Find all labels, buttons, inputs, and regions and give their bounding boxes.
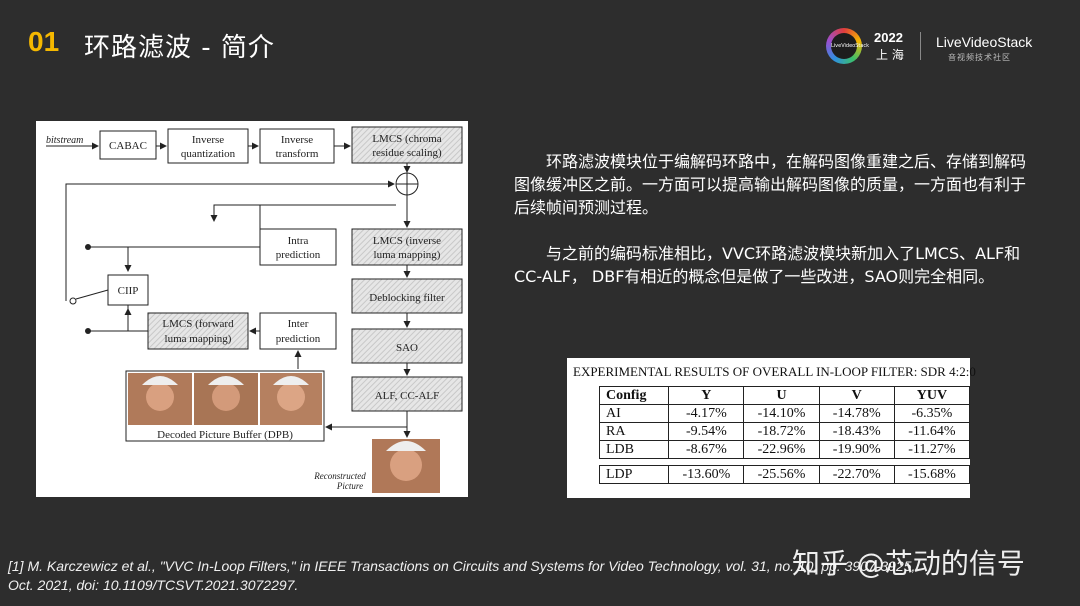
lmcs-inv-label-2: luma mapping) (374, 249, 441, 261)
inv-trans-label-2: transform (276, 148, 319, 160)
lmcs-chroma-label-1: LMCS (chroma (372, 133, 441, 145)
table-cell: -14.78% (818, 404, 895, 423)
results-table-panel: EXPERIMENTAL RESULTS OF OVERALL IN-LOOP … (567, 358, 976, 498)
inverse-quantization-block (167, 128, 249, 164)
lmcs-inv-label-1: LMCS (inverse (373, 235, 441, 247)
logo-divider (920, 32, 921, 60)
table-cell: -18.72% (743, 422, 820, 441)
alf-label: ALF, CC-ALF (375, 390, 440, 402)
alf-ccalf-block (351, 376, 463, 412)
table-cell: AI (598, 404, 670, 423)
deblocking-label: Deblocking filter (369, 292, 445, 304)
decoder-diagram: bitstream CABAC Inverse quantization Inv… (36, 121, 468, 497)
table-cell: -13.60% (668, 465, 745, 484)
footnote-line-2: Oct. 2021, doi: 10.1109/TCSVT.2021.30722… (8, 577, 299, 593)
section-number: 01 (28, 26, 60, 57)
watermark: 知乎 @芯动的信号 (792, 547, 1025, 580)
decoder-diagram-svg: bitstream CABAC Inverse quantization Inv… (46, 126, 463, 493)
event-logo: LiveVideoStack 2022 上 海 LiveVideoStack 音… (826, 28, 1066, 68)
table-row: AI -4.17% -14.10% -14.78% -6.35% (598, 404, 971, 423)
table-header-cell: YUV (893, 386, 971, 405)
table-header-row: Config Y U V YUV (598, 386, 971, 405)
sao-block (351, 328, 463, 364)
dpb-label: Decoded Picture Buffer (DPB) (157, 429, 293, 441)
page-title: 环路滤波 - 简介 (84, 33, 275, 63)
table-cell: -15.68% (893, 465, 971, 484)
table-cell: -22.70% (818, 465, 895, 484)
logo-city: 上 海 (876, 48, 904, 62)
ciip-label: CIIP (118, 285, 139, 297)
table-header-cell: V (818, 386, 895, 405)
inter-label-1: Inter (288, 318, 309, 330)
table-cell: RA (598, 422, 670, 441)
logo-ring-icon: LiveVideoStack (826, 28, 869, 64)
inverse-transform-block (259, 128, 335, 164)
inv-quant-label-1: Inverse (192, 134, 224, 146)
intra-label-2: prediction (276, 249, 321, 261)
cabac-label: CABAC (109, 140, 147, 152)
lmcs-chroma-label-2: residue scaling) (372, 147, 442, 159)
lmcs-forward-block (147, 312, 249, 350)
sao-label: SAO (396, 342, 418, 354)
recon-label-2: Picture (336, 481, 363, 491)
inter-prediction-block (259, 312, 337, 350)
logo-year: 2022 (874, 30, 903, 45)
lmcs-fwd-label-2: luma mapping) (165, 333, 232, 345)
logo-badge-text: LiveVideoStack (831, 33, 869, 59)
table-cell: -9.54% (668, 422, 745, 441)
table-row: LDP -13.60% -25.56% -22.70% -15.68% (598, 465, 971, 484)
description-para-2: 与之前的编码标准相比，VVC环路滤波模块新加入了LMCS、ALF和CC-ALF，… (514, 244, 1021, 286)
bitstream-label: bitstream (46, 135, 83, 146)
table-cell: -4.17% (668, 404, 745, 423)
table-cell: -19.90% (818, 440, 895, 459)
table-cell: -8.67% (668, 440, 745, 459)
table-cell: -14.10% (743, 404, 820, 423)
logo-subtitle: 音视频技术社区 (948, 53, 1011, 62)
table-header-cell: Config (598, 386, 670, 405)
inter-label-2: prediction (276, 333, 321, 345)
results-table: Config Y U V YUV AI -4.17% -14.10% -14.7… (598, 386, 971, 484)
table-header-cell: Y (668, 386, 745, 405)
table-gap-row (600, 459, 970, 466)
recon-label-1: Reconstructed (313, 471, 366, 481)
table-cell: -11.27% (893, 440, 971, 459)
table-title: EXPERIMENTAL RESULTS OF OVERALL IN-LOOP … (573, 364, 976, 379)
description-para-1: 环路滤波模块位于编解码环路中，在解码图像重建之后、存储到解码图像缓冲区之前。一方… (514, 152, 1027, 217)
inv-quant-label-2: quantization (181, 148, 236, 160)
lmcs-chroma-block (351, 126, 463, 164)
table-row: RA -9.54% -18.72% -18.43% -11.64% (598, 422, 971, 441)
inv-trans-label-1: Inverse (281, 134, 313, 146)
table-cell: -11.64% (893, 422, 971, 441)
footnote: [1] M. Karczewicz et al., "VVC In-Loop F… (8, 557, 1008, 595)
table-cell: LDP (598, 465, 670, 484)
table-row: LDB -8.67% -22.96% -19.90% -11.27% (598, 440, 971, 459)
lmcs-fwd-label-1: LMCS (forward (162, 318, 234, 330)
logo-brand: LiveVideoStack (936, 34, 1033, 50)
table-cell: -25.56% (743, 465, 820, 484)
table-header-cell: U (743, 386, 820, 405)
table-cell: -6.35% (893, 404, 971, 423)
table-cell: -22.96% (743, 440, 820, 459)
deblocking-filter-block (351, 278, 463, 314)
intra-label-1: Intra (288, 235, 309, 247)
table-cell: LDB (598, 440, 670, 459)
footnote-line-1: [1] M. Karczewicz et al., "VVC In-Loop F… (8, 558, 916, 574)
description: 环路滤波模块位于编解码环路中，在解码图像重建之后、存储到解码图像缓冲区之前。一方… (514, 150, 1034, 311)
table-cell: -18.43% (818, 422, 895, 441)
cabac-block (99, 130, 157, 160)
